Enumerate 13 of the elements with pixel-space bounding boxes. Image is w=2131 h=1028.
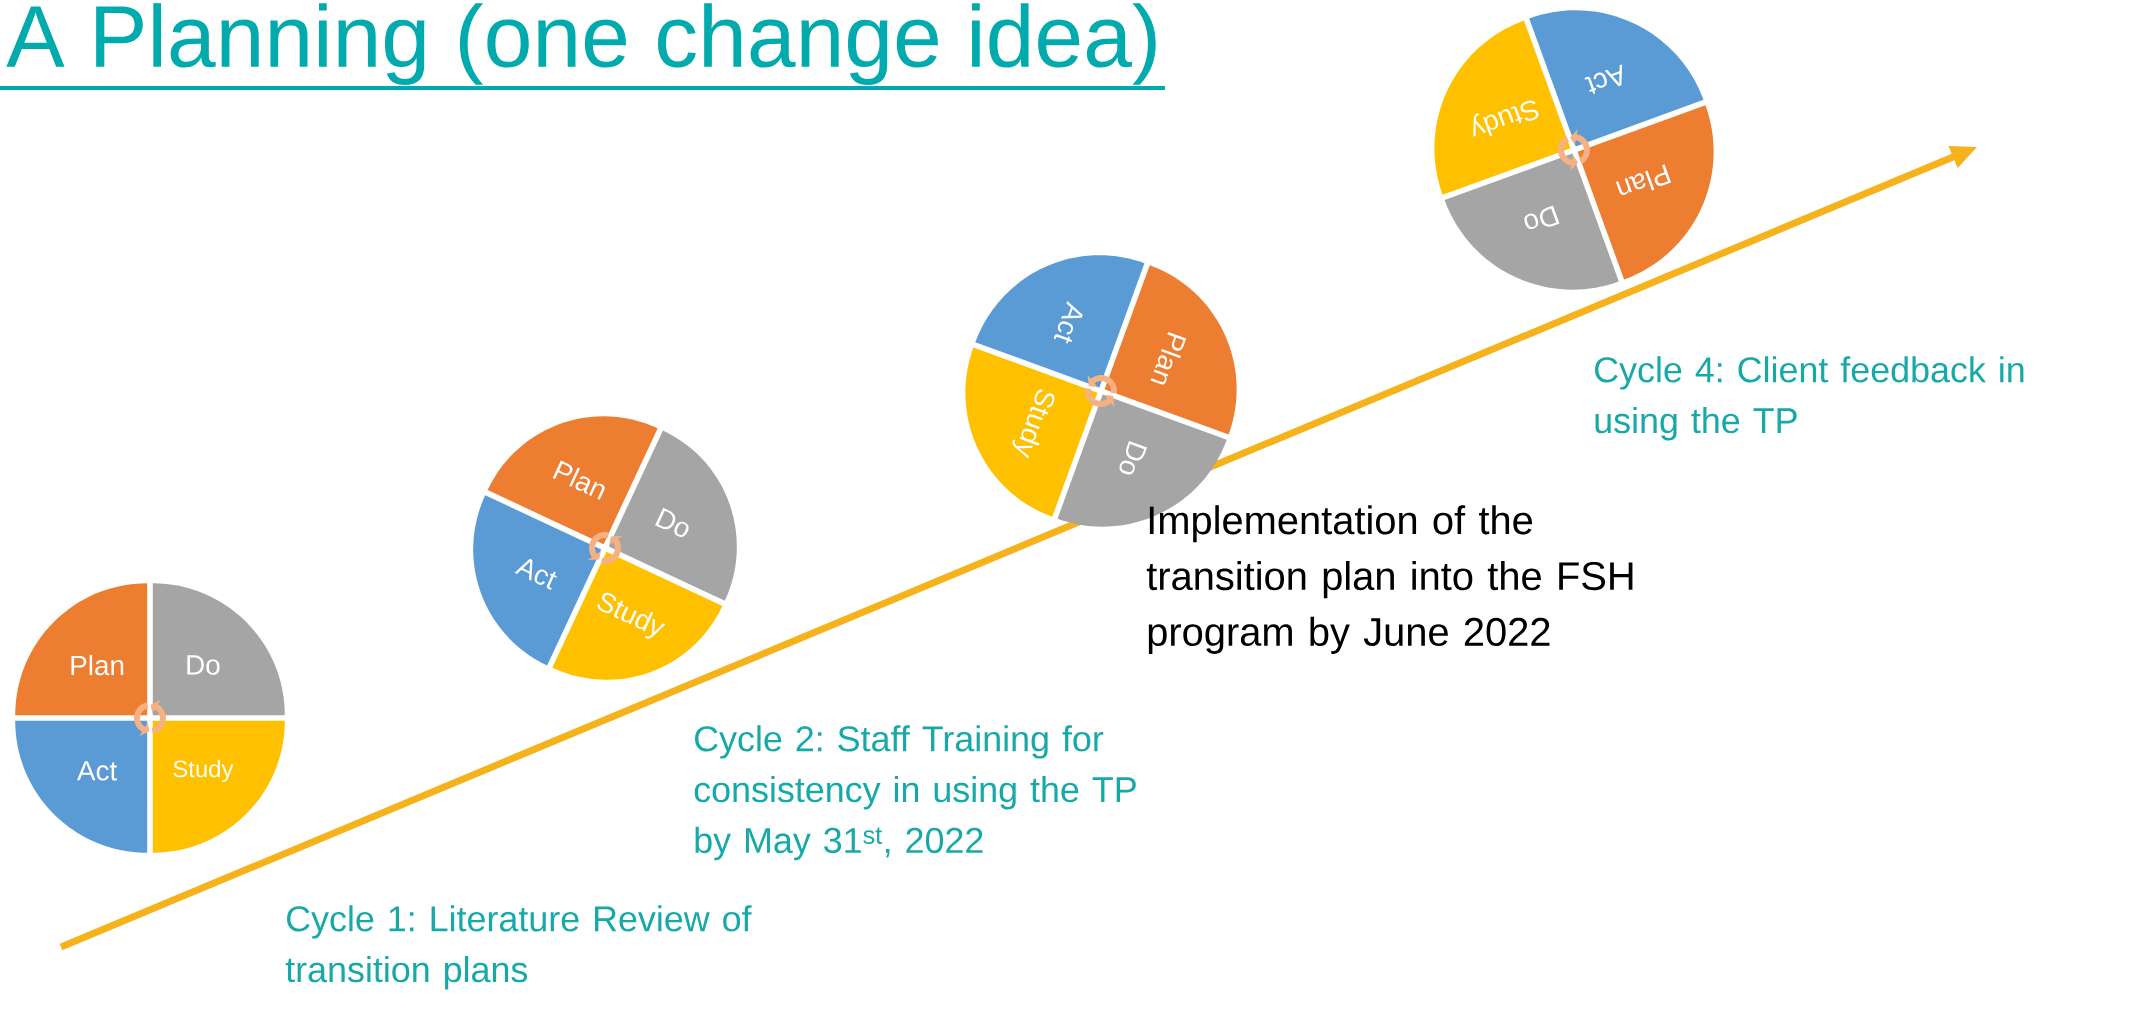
quadrant: Act: [15, 720, 148, 853]
quadrant: Do: [152, 583, 285, 716]
caption-text: Cycle 4: Client feedback in using the TP: [1595, 356, 2024, 441]
caption-text: Cycle 2: Staff Training for consistency in using the TP by May 31$^{st}$, 2022: [694, 725, 1136, 861]
quadrant: Plan: [15, 583, 148, 716]
quadrant: Study: [1434, 20, 1571, 195]
quadrant: Plan: [1577, 105, 1714, 280]
quadrant: Study: [152, 720, 285, 853]
quadrant: Act: [975, 255, 1145, 388]
title: A Planning (one change idea): [6, 3, 1156, 85]
quadrant: Plan: [1104, 265, 1237, 435]
caption-text: Cycle 1: Literature Review of transition plans: [285, 905, 752, 990]
quadrant: Study: [965, 347, 1098, 517]
